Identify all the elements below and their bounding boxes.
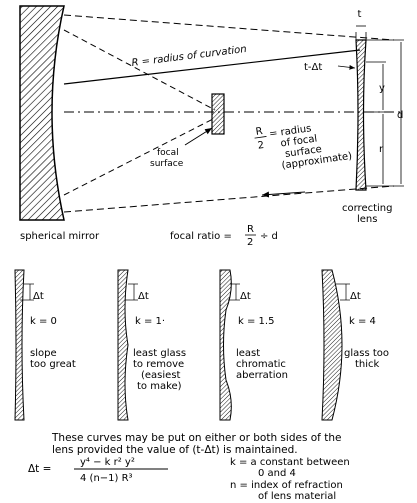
svg-text:least glass: least glass <box>133 348 186 359</box>
y-label: y <box>379 83 385 94</box>
t-delta-label: t-Δt <box>304 62 322 73</box>
correcting-lens-label-2: lens <box>357 214 377 225</box>
d-label: d <box>397 110 403 121</box>
thickness-label: t <box>358 9 362 20</box>
formula-lhs: Δt = <box>28 463 51 475</box>
focal-ratio-num: R <box>247 224 254 235</box>
half-radius-label: R 2 = radius of focal surface (approxima… <box>254 123 353 172</box>
svg-text:Δt: Δt <box>33 291 44 302</box>
focal-ratio-prefix: focal ratio = <box>170 231 232 242</box>
upper-ray-dashed <box>63 14 395 41</box>
svg-text:Δt: Δt <box>240 291 251 302</box>
ray-upper-focus <box>63 29 216 111</box>
svg-text:Δt: Δt <box>138 291 149 302</box>
spherical-mirror-label: spherical mirror <box>20 231 100 242</box>
svg-text:chromatic: chromatic <box>236 359 286 370</box>
formula-denominator: 4 (n−1) R³ <box>80 473 133 484</box>
svg-text:(easiest: (easiest <box>141 370 181 381</box>
svg-text:thick: thick <box>355 359 380 370</box>
n-definition-1: n = index of refraction <box>230 480 343 491</box>
svg-text:aberration: aberration <box>236 370 288 381</box>
lens-profile-k1: Δt k = 1· least glass to remove (easiest… <box>117 269 186 421</box>
svg-text:2: 2 <box>257 140 265 152</box>
svg-text:k = 1·: k = 1· <box>135 316 165 327</box>
lens-profile-k0: Δt k = 0 slope too great <box>14 269 76 421</box>
svg-text:to make): to make) <box>137 381 182 392</box>
svg-text:glass too: glass too <box>344 348 389 359</box>
n-definition-2: of lens material <box>258 491 336 502</box>
svg-text:surface: surface <box>284 144 322 160</box>
focal-ratio-suffix: ÷ d <box>260 231 278 242</box>
focal-surface-pointer <box>184 127 213 146</box>
focal-surface-plate <box>211 93 225 135</box>
ray-lower-focus <box>63 117 216 196</box>
r-label: r <box>379 144 384 155</box>
k-definition-1: k = a constant between <box>230 457 350 468</box>
spherical-mirror <box>19 5 65 221</box>
radius-line <box>63 49 361 85</box>
svg-text:slope: slope <box>30 348 57 359</box>
left-arrow-line <box>261 191 306 198</box>
k-definition-2: 0 and 4 <box>258 468 296 479</box>
focal-surface-label-2: surface <box>150 159 184 169</box>
correcting-lens <box>355 39 367 191</box>
note-line-2: lens provided the value of (t-Δt) is mai… <box>52 444 298 456</box>
lens-profile-k15: Δt k = 1.5 least chromatic aberration <box>219 269 288 421</box>
svg-text:of focal: of focal <box>280 133 318 149</box>
svg-text:k = 4: k = 4 <box>349 316 376 327</box>
svg-text:least: least <box>236 348 260 359</box>
note-line-1: These curves may be put on either or bot… <box>51 432 341 444</box>
svg-text:k = 0: k = 0 <box>30 316 57 327</box>
lower-ray-dashed <box>63 185 395 213</box>
svg-text:k = 1.5: k = 1.5 <box>238 316 274 327</box>
formula-numerator: y⁴ − k r² y² <box>80 457 135 468</box>
svg-text:to remove: to remove <box>133 359 184 370</box>
correcting-lens-label-1: correcting <box>342 203 392 214</box>
svg-text:R: R <box>255 126 263 138</box>
focal-ratio-den: 2 <box>247 237 253 248</box>
svg-text:too great: too great <box>30 359 76 370</box>
lens-profile-k4: Δt k = 4 glass too thick <box>321 269 389 421</box>
svg-text:Δt: Δt <box>350 291 361 302</box>
focal-surface-label-1: focal <box>157 148 179 158</box>
